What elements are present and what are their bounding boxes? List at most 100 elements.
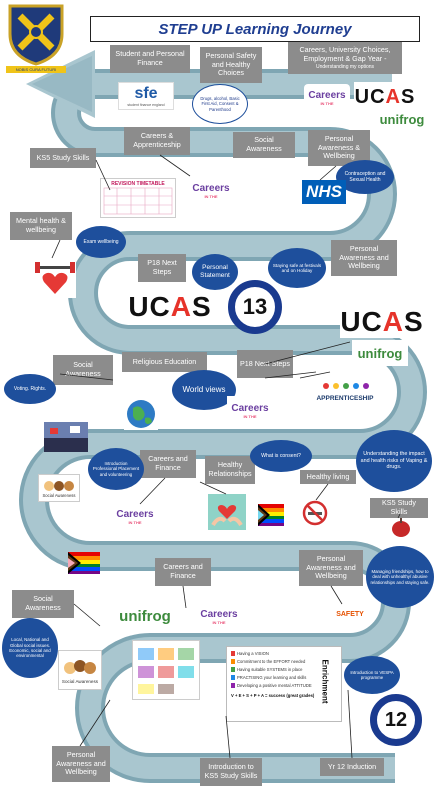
vespa-item-5: Developing a positive mental ATTITUDE <box>231 683 323 688</box>
vespa-item-1: Having a VISION <box>231 651 323 656</box>
no-smoking-icon <box>302 500 328 526</box>
ucas-right-a: A <box>382 306 404 337</box>
globe-icon <box>127 400 155 428</box>
unifrog-top-text: unifrog <box>379 111 425 127</box>
crowd-icon <box>44 426 88 452</box>
no-vaping-sign <box>302 500 328 526</box>
apprenticeship-logo: APPRENTICESHIP <box>316 372 374 410</box>
box-healthy-living: Healthy living <box>300 470 356 484</box>
careers-logo-5: Careers IN THE <box>196 602 242 632</box>
bubble-vespa: Introduction to VESPA programme <box>344 656 400 694</box>
careers-logo-4-text: Careers <box>116 509 154 520</box>
ucas-top-a: A <box>385 85 401 108</box>
bubble-exam-wellbeing: Exam wellbeing <box>76 226 126 258</box>
box-social-awareness-left: Social Awareness <box>53 355 113 385</box>
enrichment-label: Enrichment <box>320 659 330 704</box>
safety-image: SAFETY <box>332 604 368 624</box>
box-mental-health: Mental health & wellbeing <box>10 212 72 240</box>
box-intro-ks5: Introduction to KS5 Study Skills <box>200 758 262 786</box>
careers-logo-2: Careers IN THE <box>188 176 234 206</box>
box-paw-top: Personal Awareness & Wellbeing <box>308 130 370 166</box>
year-13-marker: 13 <box>228 280 282 334</box>
box-ks5-study-right: KS5 Study Skills <box>370 498 428 518</box>
apple-image <box>388 514 414 540</box>
enrichment-vespa-panel: Having a VISION Commitment to the EFFORT… <box>226 646 342 722</box>
box-careers-choices: Careers, University Choices, Employment … <box>288 42 402 74</box>
vespa-items: Having a VISION Commitment to the EFFORT… <box>231 651 323 698</box>
careers-choices-title: Careers, University Choices, Employment … <box>299 45 391 63</box>
careers-logo-5-text: Careers <box>200 609 238 620</box>
hands-heart-image <box>208 494 246 530</box>
unifrog-logo-mid: unifrog <box>352 340 408 366</box>
careers-logo-top-text: Careers <box>308 90 346 101</box>
box-social-awareness-top: Social Awareness <box>233 132 295 158</box>
nhs-logo: NHS <box>302 180 346 204</box>
bubble-voting: Voting. Rights. <box>4 374 56 404</box>
study-icons-collage <box>138 648 194 694</box>
heart-weightlifter-icon <box>35 262 75 294</box>
people-faces-icon <box>44 480 74 491</box>
sfe-logo: sfe student finance england <box>118 82 174 110</box>
weightlifter-image <box>34 258 76 298</box>
careers-logo-4-sub: IN THE <box>128 520 142 525</box>
progress-pride-flag-icon <box>258 504 284 526</box>
bubble-staying-safe: Staying safe at festivals and on Holiday <box>268 248 326 288</box>
apprenticeship-text: APPRENTICESHIP <box>316 394 374 402</box>
study-skills-collage <box>132 640 200 700</box>
ucas-left-a: A <box>170 291 192 322</box>
ucas-top-s: S <box>401 85 416 108</box>
bubble-drugs: Drugs, alcohol, Basic First Aid, Consent… <box>192 84 248 124</box>
social-awareness-image-2: Social Awareness <box>58 650 102 690</box>
careers-logo-3-sub: IN THE <box>243 414 257 419</box>
vespa-item-2: Commitment to the EFFORT needed <box>231 659 323 664</box>
unifrog-logo-top: unifrog <box>376 108 428 130</box>
box-healthy-relationships: Healthy Relationships <box>205 456 255 484</box>
protest-image <box>44 422 88 452</box>
ucas-right-uc: UC <box>340 306 383 337</box>
careers-logo-2-sub: IN THE <box>204 194 218 199</box>
bubble-what-consent: What is consent? <box>250 440 312 472</box>
people-faces-icon-2 <box>64 659 96 674</box>
bubble-personal-statement: Personal Statement <box>192 254 238 290</box>
journey-arrow-head <box>26 50 95 118</box>
box-student-finance: Student and Personal Finance <box>110 45 190 73</box>
careers-logo-top-sub: IN THE <box>320 101 334 106</box>
box-religious-ed: Religious Education <box>122 352 207 372</box>
box-personal-safety: Personal Safety and Healthy Choices <box>200 47 262 83</box>
unifrog-mid-text: unifrog <box>357 345 403 361</box>
careers-logo-3: Careers IN THE <box>227 396 273 426</box>
social-awareness-img-1-text: Social Awareness <box>42 492 76 498</box>
vespa-formula: V + E + S + P + A = success (great grade… <box>231 693 315 698</box>
apprenticeship-figures-icon <box>323 382 369 389</box>
social-awareness-image-1: Social Awareness <box>38 474 80 502</box>
hands-heart-icon <box>211 505 243 527</box>
year-12-marker: 12 <box>370 694 422 746</box>
pride-flag-2 <box>68 552 100 574</box>
box-paw-right-mid: Personal Awareness and Wellbeing <box>331 240 397 276</box>
careers-choices-sub: Understanding my options <box>315 63 375 70</box>
ucas-left-s: S <box>192 291 212 322</box>
calendar-grid-icon <box>103 187 173 215</box>
revision-timetable-title: REVISION TIMETABLE <box>111 181 165 187</box>
unifrog-logo-low: unifrog <box>112 600 178 632</box>
revision-timetable-image: REVISION TIMETABLE <box>100 178 176 218</box>
box-careers-apprenticeship: Careers & Apprenticeship <box>124 127 190 155</box>
box-p18-next-left: P18 Next Steps <box>138 254 186 282</box>
ucas-right-s: S <box>404 306 424 337</box>
careers-logo-2-text: Careers <box>192 183 230 194</box>
progress-pride-flag-icon-2 <box>68 552 100 574</box>
crest-motto: NOBIS CURA FUTURI <box>6 66 66 73</box>
box-yr12-induction: Yr 12 Induction <box>320 758 384 776</box>
pride-flag-1 <box>258 504 284 526</box>
apple-icon <box>392 518 410 537</box>
vespa-item-3: Having suitable SYSTEMS in place <box>231 667 323 672</box>
box-careers-finance-low: Careers and Finance <box>155 558 211 586</box>
bubble-friendships: Managing friendships, how to deal with u… <box>366 546 434 608</box>
sfe-logo-sub: student finance england <box>127 103 165 107</box>
page-title: STEP UP Learning Journey <box>90 16 420 42</box>
unifrog-low-text: unifrog <box>119 607 171 625</box>
box-paw-bottom: Personal Awareness and Wellbeing <box>52 746 110 782</box>
